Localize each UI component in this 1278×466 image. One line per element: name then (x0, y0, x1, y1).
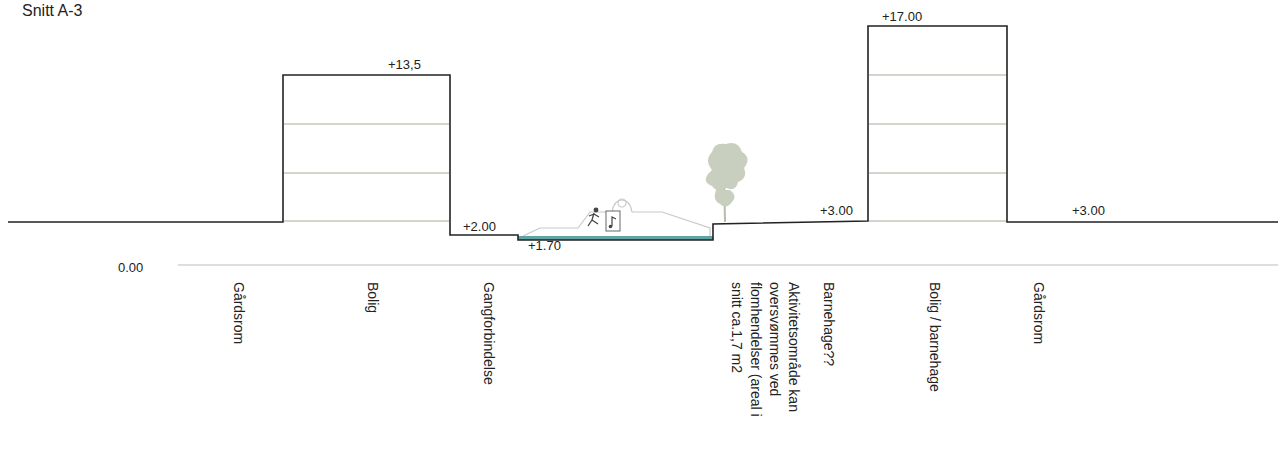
zone-label: Gangforbindelse (479, 282, 498, 385)
terrain-profile (8, 26, 1278, 240)
section-title: Snitt A-3 (22, 2, 82, 20)
elevation-label: +3.00 (1072, 203, 1105, 219)
floor-lines (284, 75, 1006, 221)
zone-label: Barnehage?? (819, 282, 838, 366)
elevation-label: +13,5 (388, 57, 421, 73)
elevation-label: +2.00 (463, 219, 496, 235)
music-icon (606, 211, 620, 231)
elevation-label: +17.00 (882, 9, 922, 25)
activity-mound (523, 200, 710, 236)
datum-line (178, 265, 1278, 266)
zone-label: Bolig / barnehage (925, 282, 944, 392)
tree (706, 143, 748, 222)
datum-label: 0.00 (118, 260, 143, 276)
zone-label: Gårdsrom (229, 282, 248, 344)
elevation-label: +3.00 (820, 203, 853, 219)
running-figure-icon (588, 208, 599, 226)
zone-label: Bolig (363, 282, 382, 313)
zone-label: Aktivitetsområde kan oversvømmes ved flo… (727, 282, 803, 442)
activity-mound-top (618, 199, 626, 207)
zone-label: Gårdsrom (1029, 282, 1048, 344)
elevation-label: +1.70 (528, 238, 561, 254)
